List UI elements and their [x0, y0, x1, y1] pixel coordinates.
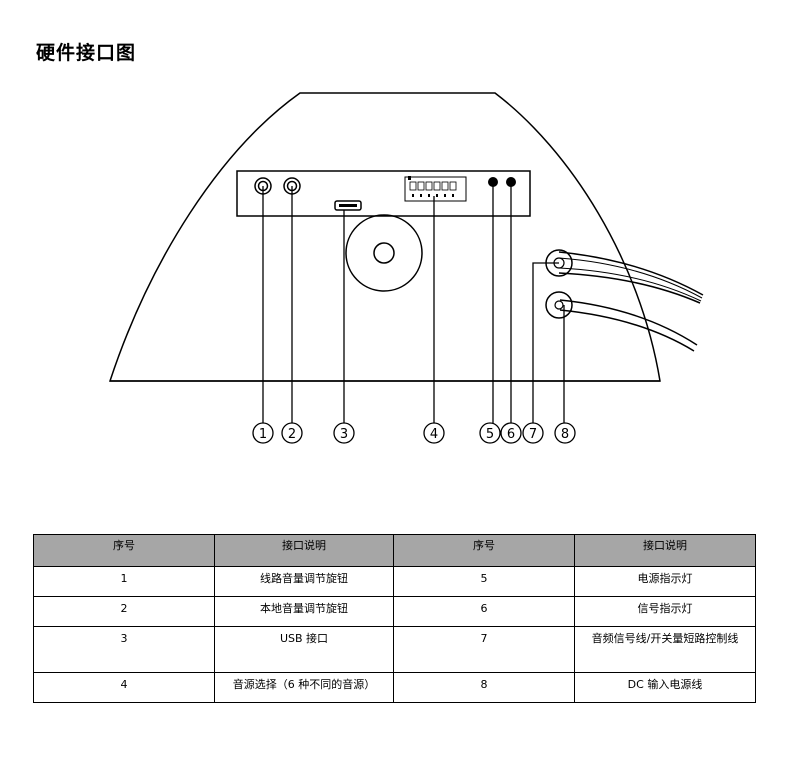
cell-description: 音频信号线/开关量短路控制线 — [574, 626, 756, 673]
cell-number: 3 — [33, 626, 215, 673]
callout-label: 7 — [529, 427, 537, 442]
cell-description: 线路音量调节旋钮 — [214, 566, 394, 597]
header-number-right: 序号 — [393, 534, 575, 567]
table-row: 2 本地音量调节旋钮 6 信号指示灯 — [33, 596, 756, 627]
callout-label: 1 — [259, 427, 267, 442]
callout-label: 5 — [486, 427, 494, 442]
device-housing — [108, 92, 661, 382]
callout-4: 4 — [423, 422, 445, 444]
table-row: 4 音源选择（6 种不同的音源） 8 DC 输入电源线 — [33, 672, 756, 703]
cell-number: 5 — [393, 566, 575, 597]
cell-number: 2 — [33, 596, 215, 627]
callout-label: 4 — [430, 427, 438, 442]
callout-label: 3 — [340, 427, 348, 442]
callout-6: 6 — [500, 422, 522, 444]
control-panel — [236, 170, 531, 217]
callout-label: 8 — [561, 427, 569, 442]
cell-description: 音源选择（6 种不同的音源） — [214, 672, 394, 703]
cell-number: 4 — [33, 672, 215, 703]
cell-number: 6 — [393, 596, 575, 627]
cell-description: 信号指示灯 — [574, 596, 756, 627]
callout-8: 8 — [554, 422, 576, 444]
usb-port — [334, 200, 362, 211]
leader-lines — [262, 182, 565, 423]
audio-signal-cable — [545, 249, 704, 304]
dc-power-cable — [545, 291, 698, 352]
hardware-interface-diagram: 1 2 3 4 5 6 7 8 — [108, 92, 704, 444]
cell-number: 8 — [393, 672, 575, 703]
speaker — [345, 214, 423, 292]
callout-5: 5 — [479, 422, 501, 444]
interface-description-table: 序号 接口说明 序号 接口说明 1 线路音量调节旋钮 5 电源指示灯 2 本地音… — [33, 534, 756, 703]
cell-description: 电源指示灯 — [574, 566, 756, 597]
callout-3: 3 — [333, 422, 355, 444]
cell-description: DC 输入电源线 — [574, 672, 756, 703]
header-description-right: 接口说明 — [574, 534, 756, 567]
callout-7: 7 — [522, 422, 544, 444]
source-select-dip-switch — [404, 176, 467, 202]
header-description-left: 接口说明 — [214, 534, 394, 567]
table-row: 3 USB 接口 7 音频信号线/开关量短路控制线 — [33, 626, 756, 673]
cell-description: 本地音量调节旋钮 — [214, 596, 394, 627]
callout-2: 2 — [281, 422, 303, 444]
cell-description: USB 接口 — [214, 626, 394, 673]
callout-label: 6 — [507, 427, 515, 442]
cell-number: 1 — [33, 566, 215, 597]
cell-number: 7 — [393, 626, 575, 673]
header-number-left: 序号 — [33, 534, 215, 567]
callout-1: 1 — [252, 422, 274, 444]
callout-label: 2 — [288, 427, 296, 442]
page-title: 硬件接口图 — [36, 42, 137, 64]
table-row: 1 线路音量调节旋钮 5 电源指示灯 — [33, 566, 756, 597]
table-header-row: 序号 接口说明 序号 接口说明 — [33, 534, 756, 567]
